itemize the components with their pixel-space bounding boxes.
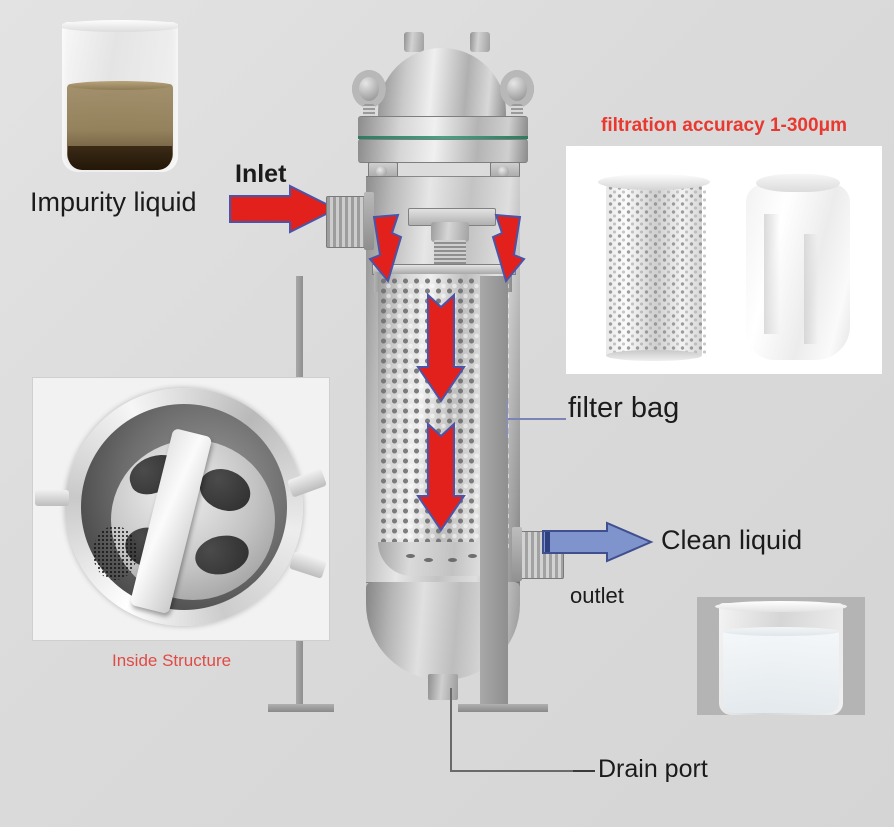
- drain-nozzle: [428, 674, 458, 700]
- diverter-arrow-right: [466, 213, 526, 285]
- support-foot-left: [268, 704, 334, 712]
- inlet-nozzle: [326, 196, 370, 248]
- outlet-port-screen: [93, 526, 137, 580]
- vent-nozzle-right: [470, 32, 490, 52]
- vent-nozzle-left: [404, 32, 424, 52]
- clamp-bolt-left: [376, 166, 387, 177]
- body-flange: [358, 139, 528, 163]
- outlet-label: outlet: [570, 583, 624, 608]
- filter-bag-image: [744, 174, 852, 360]
- filter-elements-photo: [566, 146, 882, 374]
- filtration-accuracy-label: filtration accuracy 1-300μm: [601, 115, 848, 136]
- downflow-arrow-upper: [416, 292, 466, 403]
- outlet-nozzle-face: [512, 527, 522, 581]
- inside-structure-photo: [32, 377, 330, 641]
- inlet-label: Inlet: [235, 160, 287, 188]
- flange-gasket: [358, 136, 528, 139]
- eye-nut-right: [500, 70, 534, 108]
- drain-port-label: Drain port: [598, 755, 708, 783]
- impurity-liquid-label: Impurity liquid: [30, 187, 197, 217]
- eye-nut-left: [352, 70, 386, 108]
- clean-liquid-label: Clean liquid: [661, 525, 803, 555]
- inside-structure-label: Inside Structure: [112, 651, 232, 670]
- dirty-liquid-beaker-photo: [62, 14, 178, 172]
- filter-bag-label: filter bag: [568, 392, 680, 424]
- support-foot-right: [458, 704, 548, 712]
- filter-bag-leader-line: [508, 418, 566, 420]
- perforated-basket-image: [598, 168, 710, 361]
- drain-leader-dash: [573, 770, 595, 772]
- drain-leader-vertical: [450, 688, 452, 772]
- diverter-arrow-left: [368, 213, 428, 285]
- clamp-bolt-right: [498, 166, 509, 177]
- outlet-flow-arrow: [541, 521, 654, 563]
- inlet-flow-arrow: [228, 184, 339, 234]
- filter-housing-vessel: [268, 26, 564, 726]
- clean-liquid-beaker-photo: [697, 597, 865, 715]
- downflow-arrow-lower: [416, 421, 466, 532]
- holddown-nut: [431, 222, 469, 242]
- support-leg-right: [480, 276, 508, 706]
- drain-leader-horizontal: [450, 770, 590, 772]
- filter-bag-leader-tick: [506, 400, 508, 438]
- inlet-nozzle-face: [364, 192, 374, 250]
